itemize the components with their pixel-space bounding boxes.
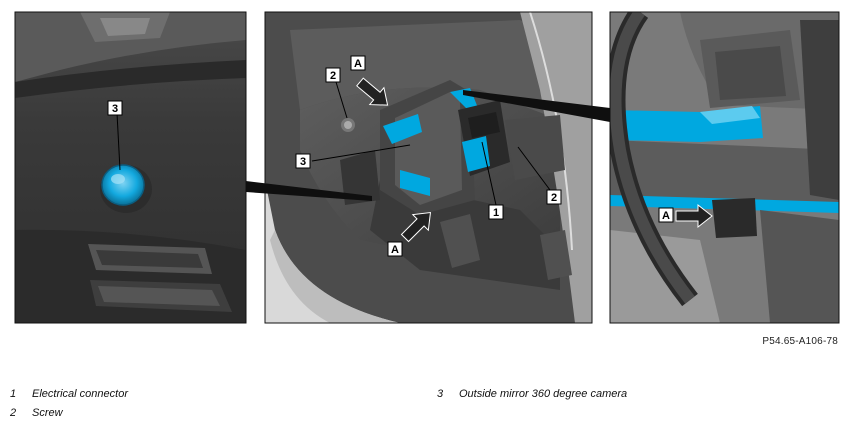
svg-text:A: A [391,244,399,256]
left-panel [15,12,246,323]
zoom-wedge-right [463,90,610,122]
middle-panel [265,12,592,323]
svg-text:3: 3 [300,156,306,168]
legend-item-number: 3 [437,388,444,400]
legend-item: 1 Electrical connector [10,388,128,400]
middle-panel-border [264,11,593,324]
legend-item-text: Screw [32,407,63,419]
leader-mid-2 [335,81,348,119]
arrow-a-top [356,77,389,106]
right-panel-border [609,11,840,324]
svg-text:A: A [354,58,362,70]
mirror-camera-diagram: 3 2 3 A A 1 2 A [14,11,840,324]
leader-mid-2b [517,146,551,191]
leader-mid-3 [311,144,411,162]
callout-mid-2: 2 [325,67,341,83]
svg-text:1: 1 [493,207,499,219]
callout-mid-a-bottom: A [387,241,403,257]
right-panel [610,12,839,323]
callout-left-3: 3 [107,100,123,116]
legend-item-number: 2 [10,407,17,419]
left-panel-border [14,11,247,324]
legend-item-text: Electrical connector [32,388,128,400]
callout-mid-a-top: A [350,55,366,71]
svg-text:2: 2 [330,70,336,82]
zoom-wedge-left [246,181,372,201]
legend-item-number: 1 [10,388,17,400]
legend-item-text: Outside mirror 360 degree camera [459,388,628,400]
leader-mid-1 [481,141,497,206]
legend-item: 3 Outside mirror 360 degree camera [437,388,627,400]
callout-mid-2b: 2 [546,189,562,205]
arrow-a-bottom [400,211,432,243]
callout-right-a: A [658,207,674,223]
arrow-a-right [675,203,713,229]
callout-mid-1: 1 [488,204,504,220]
legend-item: 2 Screw [10,407,63,419]
callout-mid-3: 3 [295,153,311,169]
figure-code: P54.65-A106-78 [762,336,838,347]
svg-text:3: 3 [112,103,118,115]
svg-text:A: A [662,210,670,222]
svg-text:2: 2 [551,192,557,204]
